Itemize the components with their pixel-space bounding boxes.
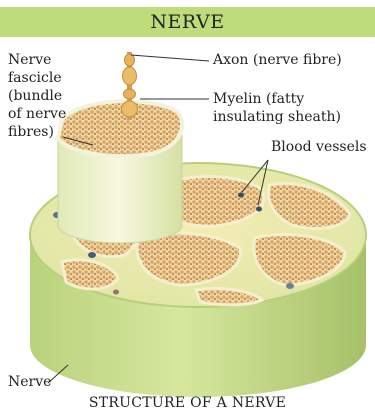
label-blood-vessels: Blood vessels: [271, 138, 367, 156]
leader-axon: [131, 55, 209, 61]
label-nerve: Nerve: [8, 373, 51, 391]
label-myelin: Myelin (fatty insulating sheath): [213, 90, 341, 126]
label-nerve-fascicle: Nerve fascicle (bundle of nerve fibres): [8, 51, 66, 141]
label-axon: Axon (nerve fibre): [213, 51, 342, 69]
diagram-caption: STRUCTURE OF A NERVE: [0, 395, 375, 411]
axon-with-myelin: [122, 52, 138, 120]
raised-fascicle: [58, 101, 182, 243]
